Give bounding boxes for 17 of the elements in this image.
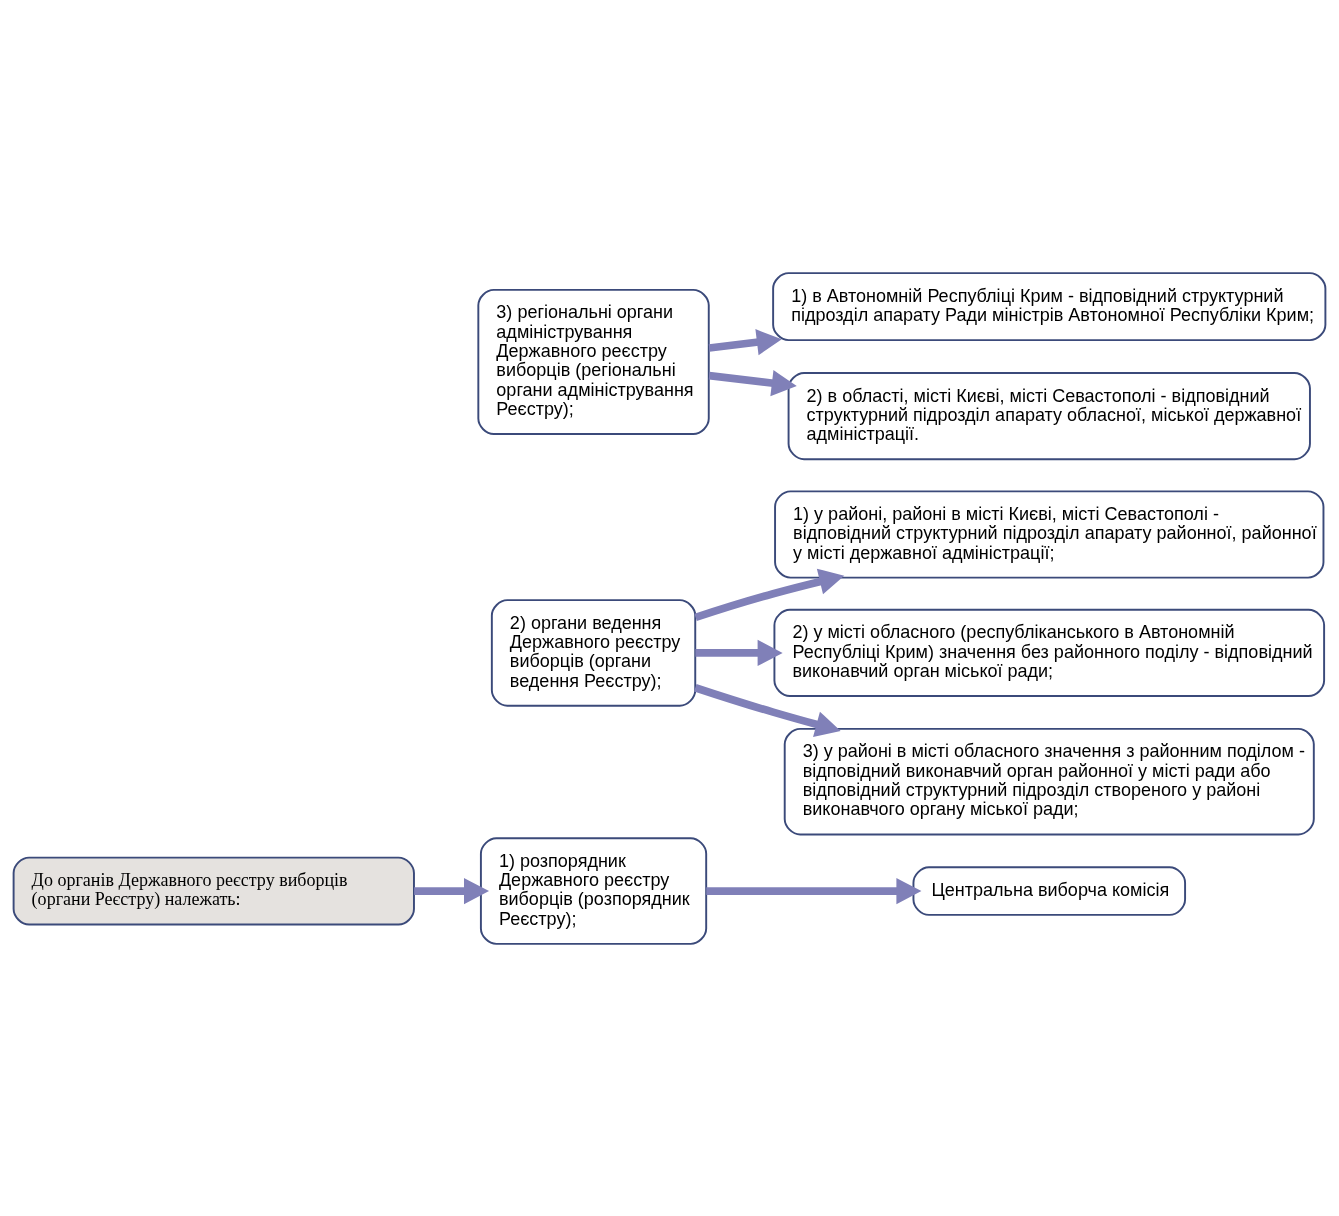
arrow	[708, 328, 782, 355]
node-box: 2) в області, місті Києві, місті Севастополі - відповідний структурний підрозділ апарату обласної, міської державної адміністрації.	[787, 371, 1311, 460]
node-box: Центральна виборча комісія	[912, 865, 1187, 916]
node-box: 2) у місті обласного (республіканського в Автономній Республіці Крим) значення без районного поділу - відповідний виконавчий орган міської ради;	[773, 608, 1326, 697]
node-box: 1) в Автономній Республіці Крим - відповідний структурний підрозділ апарату Ради міністрів Автономної Республіки Крим;	[772, 271, 1327, 341]
arrow	[706, 877, 922, 904]
arrow	[708, 369, 797, 396]
node-box: 2) органи ведення Державного реєстру виборців (органи ведення Реєстру);	[490, 598, 697, 707]
node-box: 3) у районі в місті обласного значення з районним поділом - відповідний виконавчий орган районної у місті ради або відповідний структурний підрозділ створеного у районі виконавчого органу міської ради;	[783, 727, 1315, 835]
arrow	[694, 683, 841, 737]
node-box: 1) розпорядник Державного реєстру виборців (розпорядник Реєстру);	[479, 836, 708, 945]
node-box: До органів Державного реєстру виборців (органи Реєстру) належать:	[12, 856, 415, 925]
arrow	[695, 639, 783, 666]
arrow	[414, 877, 490, 904]
node-box: 3) регіональні органи адміністрування Державного реєстру виборців (регіональні органи адміністрування Реєстру);	[477, 288, 710, 435]
arrow	[694, 568, 845, 621]
node-box: 1) у районі, районі в місті Києві, місті Севастополі - відповідний структурний підрозділ апарату районної, районної у місті державної адміністрації;	[774, 489, 1325, 579]
